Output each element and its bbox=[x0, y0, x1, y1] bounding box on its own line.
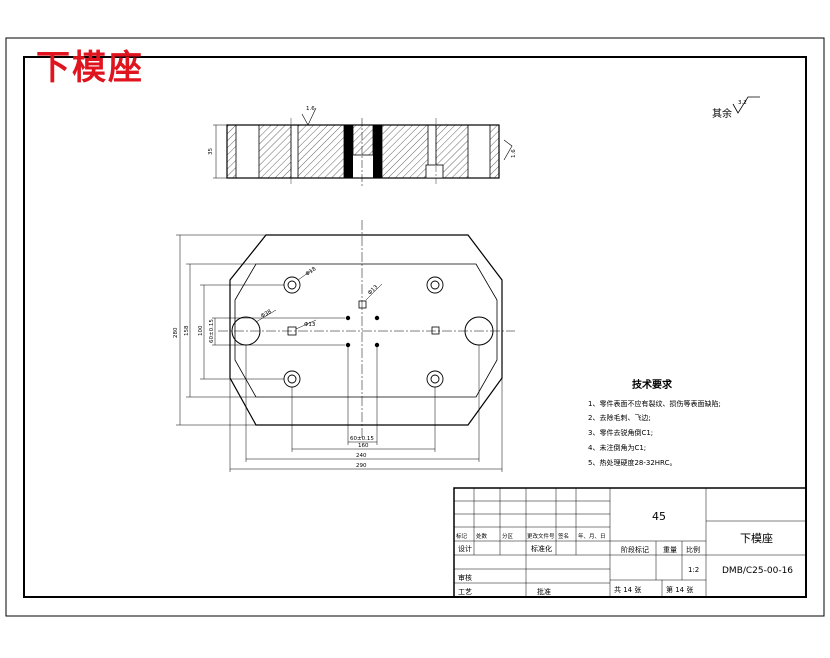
svg-text:160: 160 bbox=[358, 443, 369, 449]
svg-text:100: 100 bbox=[198, 325, 204, 336]
svg-text:签名: 签名 bbox=[558, 532, 569, 540]
svg-text:比例: 比例 bbox=[686, 545, 700, 554]
svg-text:60±0.15: 60±0.15 bbox=[209, 319, 215, 343]
svg-text:标准化: 标准化 bbox=[531, 544, 552, 553]
svg-text:290: 290 bbox=[356, 463, 367, 469]
svg-text:35: 35 bbox=[208, 148, 214, 155]
svg-text:年、月、日: 年、月、日 bbox=[578, 532, 606, 540]
svg-text:3、零件去锐角倒C1;: 3、零件去锐角倒C1; bbox=[588, 428, 653, 437]
svg-text:280: 280 bbox=[173, 327, 179, 338]
svg-text:Φ13: Φ13 bbox=[367, 284, 380, 297]
roughness-symbol: 其余 3.2 bbox=[712, 96, 760, 120]
svg-text:分区: 分区 bbox=[502, 532, 514, 540]
svg-text:下模座: 下模座 bbox=[740, 531, 773, 545]
svg-text:工艺: 工艺 bbox=[458, 588, 472, 596]
svg-text:3.2: 3.2 bbox=[738, 100, 747, 106]
svg-text:1.6: 1.6 bbox=[511, 149, 517, 158]
svg-text:Φ13: Φ13 bbox=[304, 322, 316, 328]
svg-text:第 14 张: 第 14 张 bbox=[666, 585, 693, 594]
svg-text:阶段标记: 阶段标记 bbox=[621, 545, 649, 554]
svg-text:重量: 重量 bbox=[663, 546, 677, 554]
svg-text:1.6: 1.6 bbox=[306, 106, 315, 112]
outer-border bbox=[5, 37, 825, 617]
svg-text:2、去除毛刺、飞边;: 2、去除毛刺、飞边; bbox=[588, 413, 651, 422]
svg-text:共 14 张: 共 14 张 bbox=[614, 585, 641, 594]
svg-text:1、零件表面不应有裂纹、损伤等表面缺陷;: 1、零件表面不应有裂纹、损伤等表面缺陷; bbox=[588, 399, 721, 408]
svg-text:Φ38: Φ38 bbox=[260, 309, 273, 320]
drawing-title: 下模座 bbox=[36, 48, 144, 88]
svg-text:5、热处理硬度28-32HRC。: 5、热处理硬度28-32HRC。 bbox=[588, 458, 676, 467]
tech-notes: 技术要求 1、零件表面不应有裂纹、损伤等表面缺陷; 2、去除毛刺、飞边; 3、零… bbox=[588, 378, 721, 467]
svg-text:DMB/C25-00-16: DMB/C25-00-16 bbox=[722, 566, 793, 576]
svg-text:批准: 批准 bbox=[537, 587, 551, 596]
svg-text:60±0.15: 60±0.15 bbox=[350, 436, 374, 442]
svg-text:240: 240 bbox=[356, 453, 367, 459]
svg-text:158: 158 bbox=[184, 325, 190, 336]
svg-text:45: 45 bbox=[652, 510, 666, 523]
svg-text:处数: 处数 bbox=[476, 532, 488, 540]
plan-view: Φ18 Φ13 Φ38 Φ13 280 158 100 60±0.15 bbox=[173, 220, 515, 472]
svg-text:审核: 审核 bbox=[458, 573, 472, 582]
svg-text:4、未注倒角为C1;: 4、未注倒角为C1; bbox=[588, 443, 646, 452]
svg-text:1:2: 1:2 bbox=[688, 566, 699, 574]
svg-text:Φ18: Φ18 bbox=[305, 266, 318, 278]
inner-border bbox=[23, 56, 807, 598]
title-block: 标记 处数 分区 更改文件号 签名 年、月、日 设计 标准化 审核 工艺 批准 … bbox=[453, 487, 807, 598]
svg-text:技术要求: 技术要求 bbox=[632, 378, 673, 391]
svg-text:更改文件号: 更改文件号 bbox=[527, 532, 555, 540]
svg-text:其余: 其余 bbox=[712, 107, 732, 120]
svg-text:标记: 标记 bbox=[456, 532, 468, 540]
side-view: 35 1.6 1.6 bbox=[208, 106, 517, 186]
svg-text:设计: 设计 bbox=[458, 544, 472, 553]
